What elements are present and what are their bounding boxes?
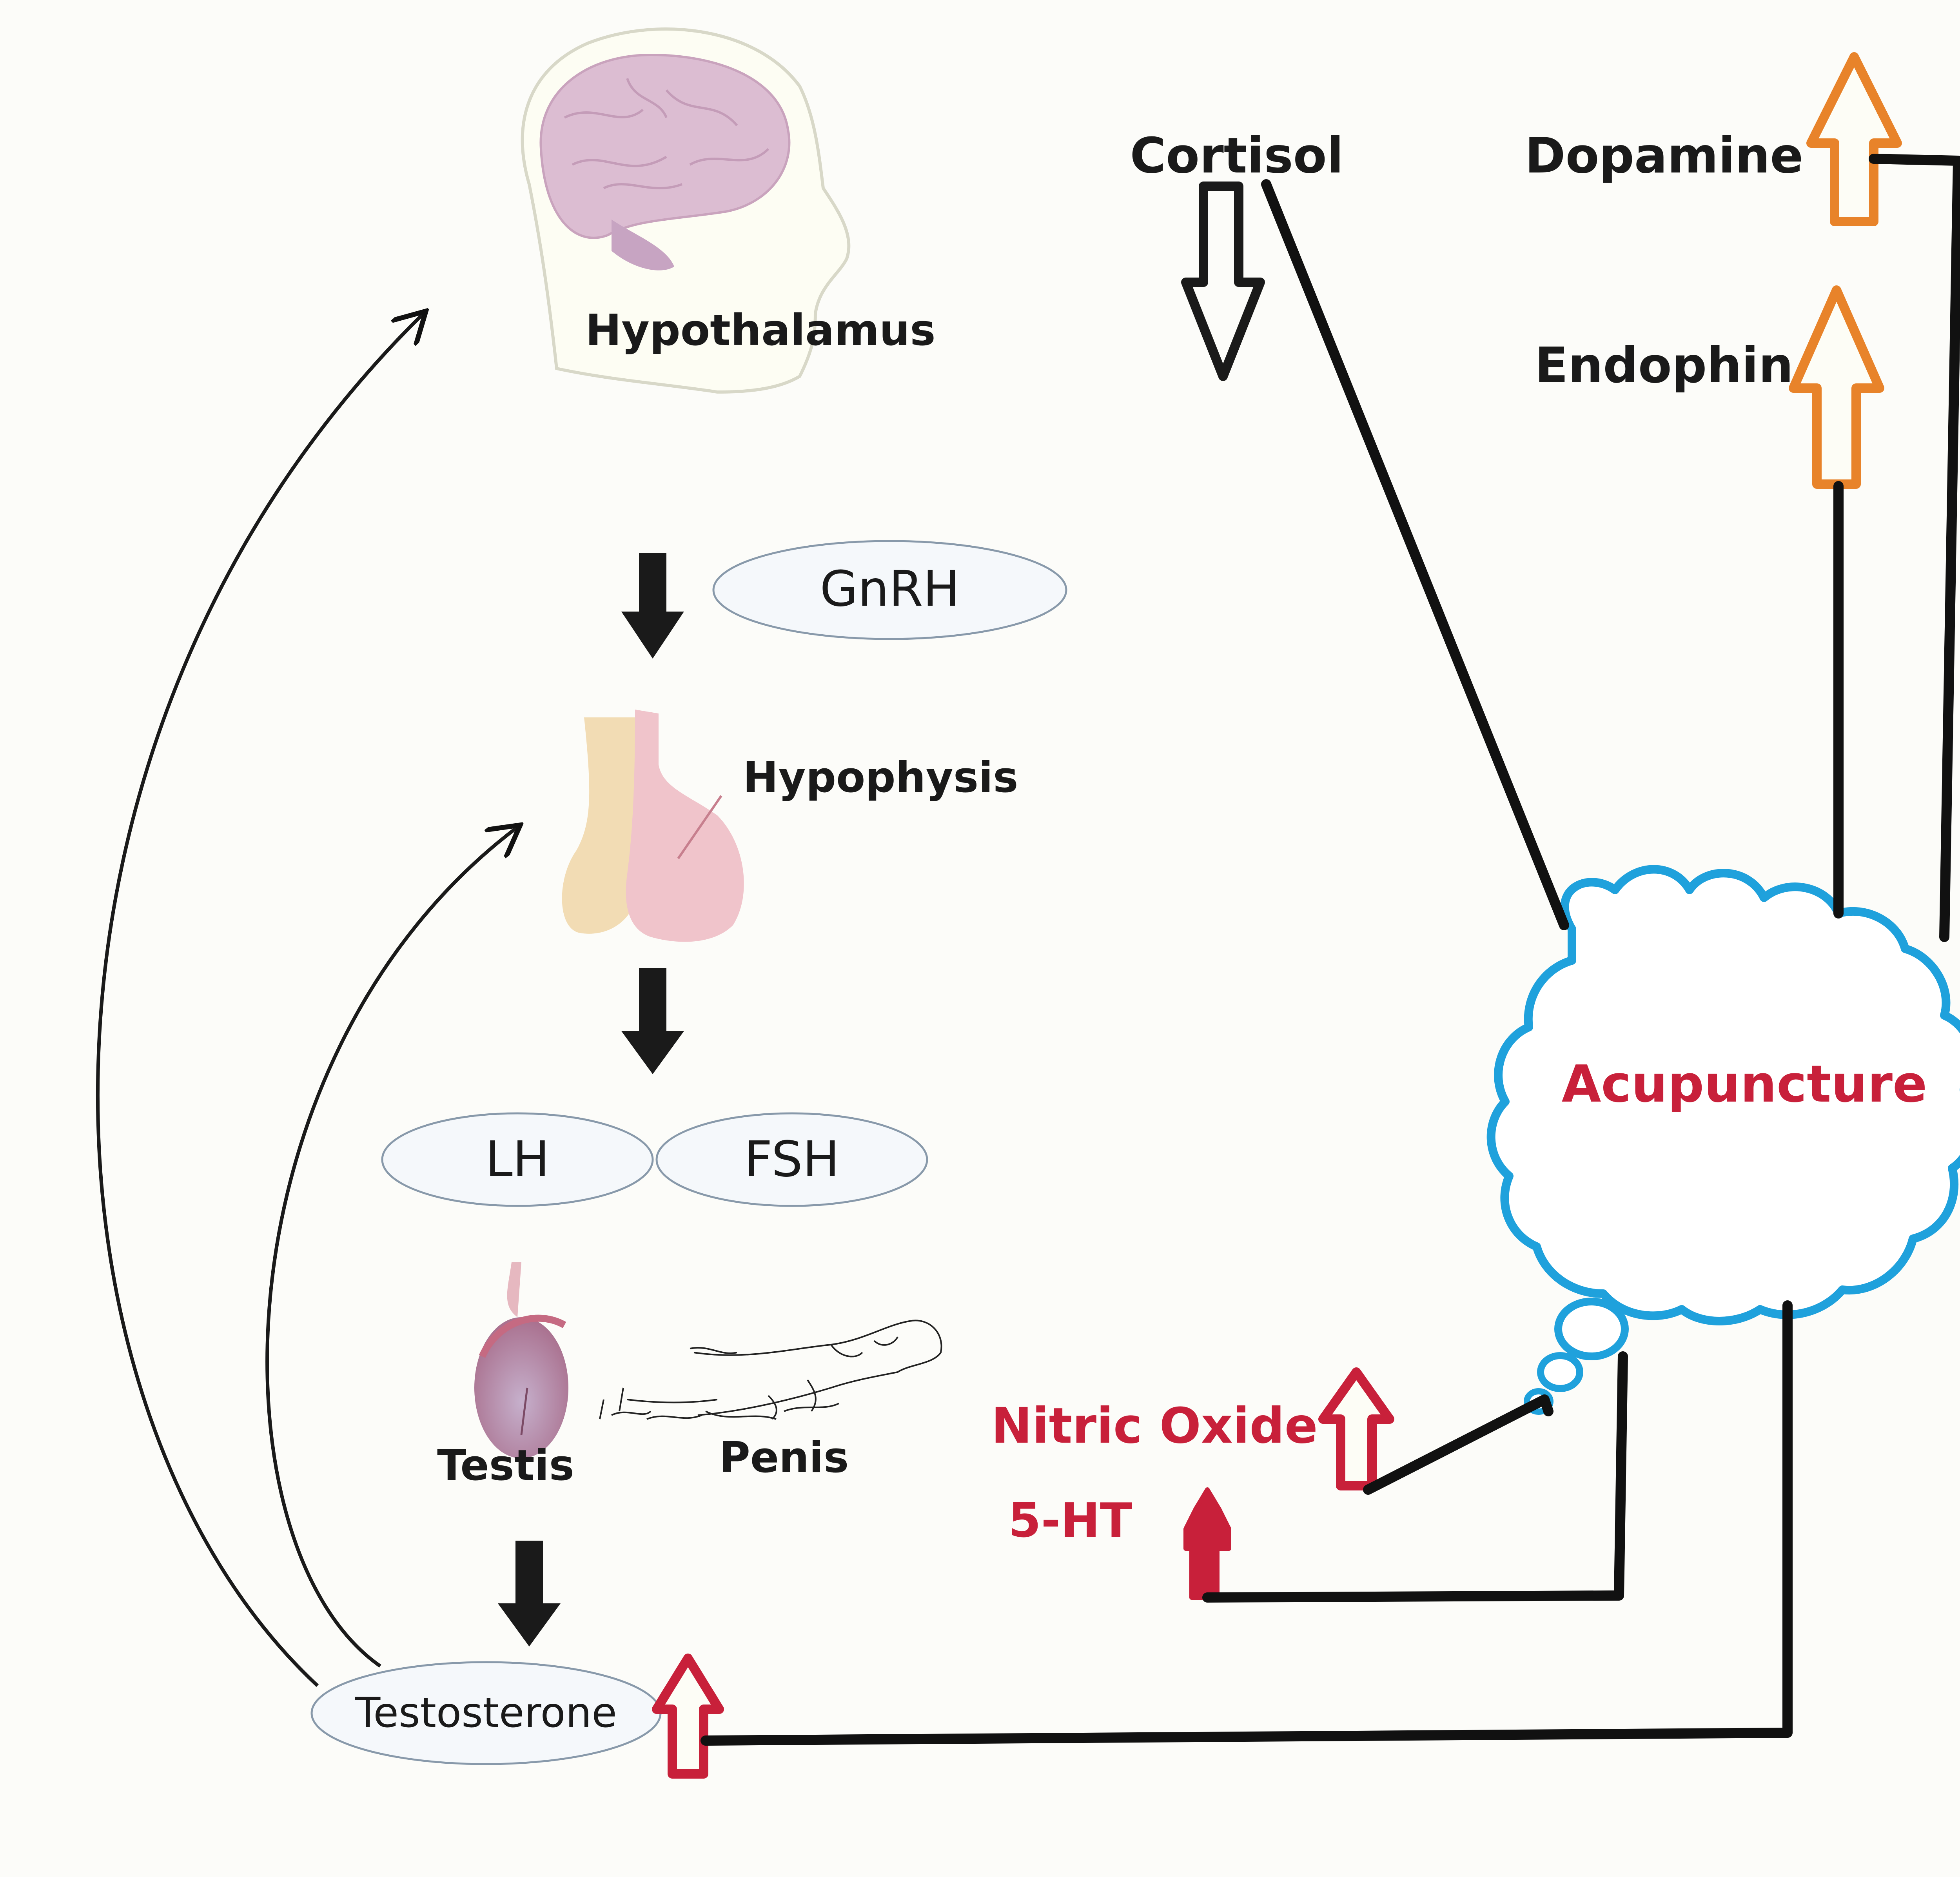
penis-label: Penis xyxy=(719,1433,849,1482)
connector-nitric-oxide xyxy=(1363,1394,1553,1495)
five-ht-label: 5-HT xyxy=(1008,1494,1132,1548)
nitric-oxide-up-arrow xyxy=(1318,1367,1394,1490)
hypothalamus-label: Hypothalamus xyxy=(585,305,936,355)
connector-lines xyxy=(701,154,1960,1746)
cloud-icon xyxy=(1486,865,1960,1415)
endophin-up-arrow xyxy=(1789,285,1884,489)
five-ht-up-arrow xyxy=(1183,1487,1231,1600)
testosterone-pill: Testosterone xyxy=(310,1661,662,1765)
cortisol-label: Cortisol xyxy=(1130,127,1344,184)
dopamine-label: Dopamine xyxy=(1525,127,1803,184)
dopamine-up-arrow xyxy=(1806,52,1902,226)
cascade-arrows xyxy=(498,553,684,1646)
penis-sketch-icon xyxy=(599,1320,942,1420)
endophin-label: Endophin xyxy=(1535,337,1793,394)
feedback-arrow-hypophysis xyxy=(265,827,517,1668)
brain-head-icon xyxy=(521,27,851,394)
down-arrow-gnrh xyxy=(621,553,684,659)
testosterone-label: Testosterone xyxy=(355,1689,617,1737)
fsh-label: FSH xyxy=(744,1131,839,1188)
nitric-oxide-label: Nitric Oxide xyxy=(991,1398,1318,1454)
testosterone-up-arrow xyxy=(652,1654,724,1779)
connector-five-ht xyxy=(1202,1351,1628,1603)
connector-dopamine xyxy=(1869,154,1960,942)
lh-pill: LH xyxy=(381,1112,654,1207)
testis-icon xyxy=(474,1262,568,1458)
gnrh-pill: GnRH xyxy=(712,540,1067,640)
hypophysis-label: Hypophysis xyxy=(743,753,1018,802)
down-arrow-testis xyxy=(498,1541,561,1646)
cortisol-down-arrow xyxy=(1181,182,1265,381)
acupuncture-label: Acupuncture xyxy=(1562,1054,1927,1114)
connector-cortisol xyxy=(1261,179,1569,930)
pituitary-icon xyxy=(562,710,744,942)
lh-label: LH xyxy=(485,1131,550,1188)
connector-testosterone xyxy=(701,1300,1793,1746)
testis-label: Testis xyxy=(437,1441,574,1490)
gnrh-label: GnRH xyxy=(820,561,960,617)
feedback-arrow-hypothalamus xyxy=(96,314,423,1687)
down-arrow-hypophysis xyxy=(621,968,684,1074)
fsh-pill: FSH xyxy=(655,1112,928,1207)
